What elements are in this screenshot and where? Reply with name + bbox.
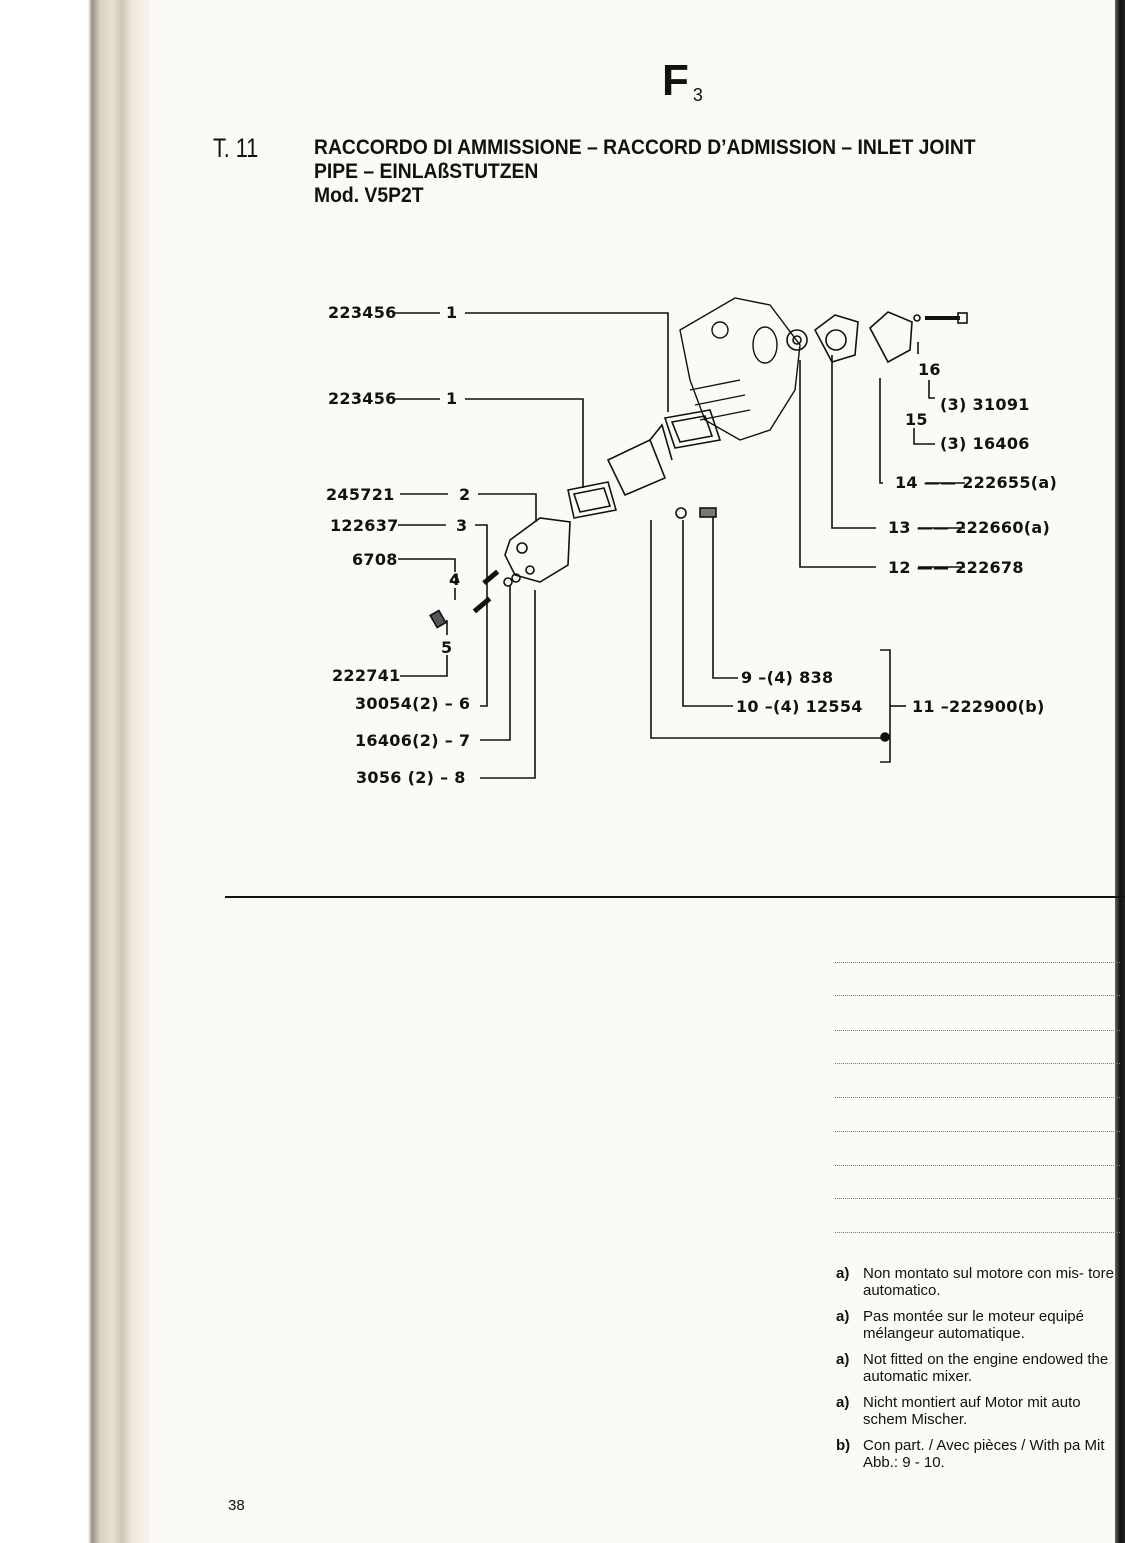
callout-part-number: 9 –(4) 838 bbox=[741, 668, 834, 687]
notes-line bbox=[835, 1232, 1120, 1233]
callout-part-number: 30054(2) – 6 bbox=[355, 694, 471, 713]
footnote: b) Con part. / Avec pièces / With pa Mit … bbox=[836, 1437, 1125, 1471]
footnote-text: Non montato sul motore con mis- tore aut… bbox=[863, 1265, 1114, 1299]
footnote-key: a) bbox=[836, 1265, 850, 1282]
section-sub: 3 bbox=[692, 85, 703, 105]
notes-line bbox=[835, 962, 1120, 963]
callout-part-number: 223456 bbox=[328, 303, 397, 322]
footnote-text: Not fitted on the engine endowed the aut… bbox=[863, 1351, 1109, 1385]
callout-part-number: 10 –(4) 12554 bbox=[736, 697, 863, 716]
footnote-key: a) bbox=[836, 1351, 850, 1368]
notes-line bbox=[835, 995, 1120, 996]
exploded-diagram bbox=[395, 297, 968, 779]
notes-line bbox=[835, 1097, 1120, 1098]
seal-ring bbox=[786, 329, 808, 351]
bolt-16 bbox=[913, 312, 968, 324]
section-letter: F bbox=[662, 56, 689, 105]
footnote-key: b) bbox=[836, 1437, 851, 1454]
screws bbox=[429, 569, 521, 629]
callout-part-number: 3056 (2) – 8 bbox=[356, 768, 466, 787]
callout-part-number: 11 –222900(b) bbox=[912, 697, 1045, 716]
cover-gasket bbox=[813, 314, 859, 363]
callout-ref: 2 bbox=[459, 485, 471, 504]
notes-line bbox=[835, 1030, 1120, 1031]
footnote-key: a) bbox=[836, 1308, 850, 1325]
crankcase-part bbox=[679, 297, 801, 441]
notes-line bbox=[835, 1165, 1120, 1166]
notes-line bbox=[835, 1063, 1120, 1064]
page-number: 38 bbox=[228, 1497, 245, 1514]
callout-ref: 1 bbox=[446, 303, 458, 322]
callout-part-number: 222741 bbox=[332, 666, 401, 685]
footnote-text: Nicht montiert auf Motor mit auto schem … bbox=[863, 1394, 1081, 1428]
callout-ref: 15 bbox=[905, 410, 928, 429]
footnote: a) Non montato sul motore con mis- tore a… bbox=[836, 1265, 1125, 1299]
callout-part-number: 14 —— 222655(a) bbox=[895, 473, 1058, 492]
callout-ref: 1 bbox=[446, 389, 458, 408]
small-screw-washer bbox=[675, 507, 717, 519]
callout-ref: 16 bbox=[918, 360, 941, 379]
notes-line bbox=[835, 1131, 1120, 1132]
leader-lines bbox=[395, 312, 965, 779]
model-line: Mod. V5P2T bbox=[314, 184, 424, 207]
callout-part-number: 122637 bbox=[330, 516, 399, 535]
callout-ref: 5 bbox=[441, 638, 453, 657]
reed-valve bbox=[606, 423, 673, 497]
footnotes: a) Non montato sul motore con mis- tore a… bbox=[836, 1265, 1125, 1480]
footnote-text: Con part. / Avec pièces / With pa Mit Ab… bbox=[863, 1437, 1105, 1471]
callout-ref: 3 bbox=[456, 516, 468, 535]
footnote: a) Not fitted on the engine endowed the a… bbox=[836, 1351, 1125, 1385]
title-line: PIPE – EINLAßSTUTZEN bbox=[314, 160, 539, 183]
divider bbox=[225, 896, 1125, 898]
callout-part-number: (3) 16406 bbox=[940, 434, 1030, 453]
callout-part-number: 12 —— 222678 bbox=[888, 558, 1024, 577]
page-title: RACCORDO DI AMMISSIONE – RACCORD D’ADMIS… bbox=[314, 136, 976, 208]
callout-part-number: 223456 bbox=[328, 389, 397, 408]
title-line: RACCORDO DI AMMISSIONE – RACCORD D’ADMIS… bbox=[314, 136, 976, 159]
page-edge bbox=[1115, 0, 1125, 1543]
callout-part-number: 6708 bbox=[352, 550, 398, 569]
gasket-upper bbox=[663, 409, 722, 449]
footnote: a) Pas montée sur le moteur equipé mélang… bbox=[836, 1308, 1125, 1342]
table-number: T. 11 bbox=[213, 133, 259, 163]
footnote-text: Pas montée sur le moteur equipé mélangeu… bbox=[863, 1308, 1084, 1342]
notes-line bbox=[835, 1198, 1120, 1199]
book-spine bbox=[0, 0, 150, 1543]
callout-ref: 4 bbox=[449, 570, 461, 589]
callout-part-number: 16406(2) – 7 bbox=[355, 731, 471, 750]
callout-part-number: 245721 bbox=[326, 485, 395, 504]
callout-part-number: 13 —— 222660(a) bbox=[888, 518, 1051, 537]
callout-part-number: (3) 31091 bbox=[940, 395, 1030, 414]
cover bbox=[868, 311, 913, 364]
footnote-key: a) bbox=[836, 1394, 850, 1411]
gasket-lower bbox=[567, 481, 618, 519]
footnote: a) Nicht montiert auf Motor mit auto sche… bbox=[836, 1394, 1125, 1428]
inlet-pipe bbox=[504, 517, 571, 583]
